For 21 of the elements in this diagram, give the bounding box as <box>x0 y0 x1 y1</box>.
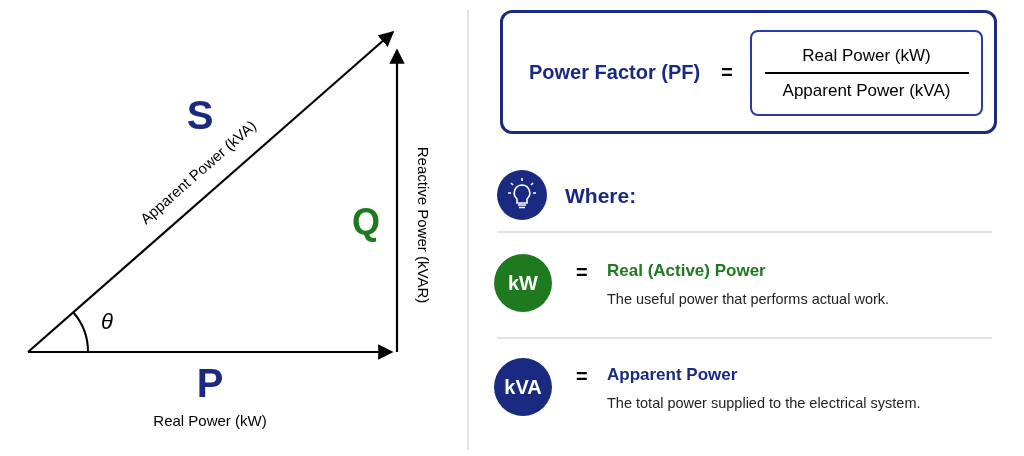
denominator: Apparent Power (kVA) <box>782 80 951 102</box>
vector-letter: P <box>196 363 224 403</box>
unit-symbol: kVA <box>504 377 542 397</box>
vector-letter: Q <box>352 204 380 240</box>
equals-sign: = <box>576 366 588 386</box>
angle-symbol: θ <box>101 311 113 333</box>
term-title: Apparent Power <box>607 366 738 383</box>
vector-label: Reactive Power (kVAR) <box>415 146 431 304</box>
numerator: Real Power (kW) <box>802 44 931 66</box>
term-description: The total power supplied to the electrical system. <box>607 396 921 411</box>
term-description: The useful power that performs actual work. <box>607 292 890 307</box>
fraction-box <box>750 30 983 116</box>
vector-letter: S <box>186 95 214 135</box>
vector-label: Real Power (kW) <box>153 412 267 428</box>
section-heading: Where: <box>565 184 637 206</box>
term-title: Real (Active) Power <box>607 262 766 279</box>
equals-sign: = <box>576 262 588 282</box>
formula-label: Power Factor (PF) <box>529 60 701 85</box>
formula-box <box>500 10 997 134</box>
equals-sign: = <box>721 60 733 85</box>
unit-symbol: kW <box>508 273 538 293</box>
